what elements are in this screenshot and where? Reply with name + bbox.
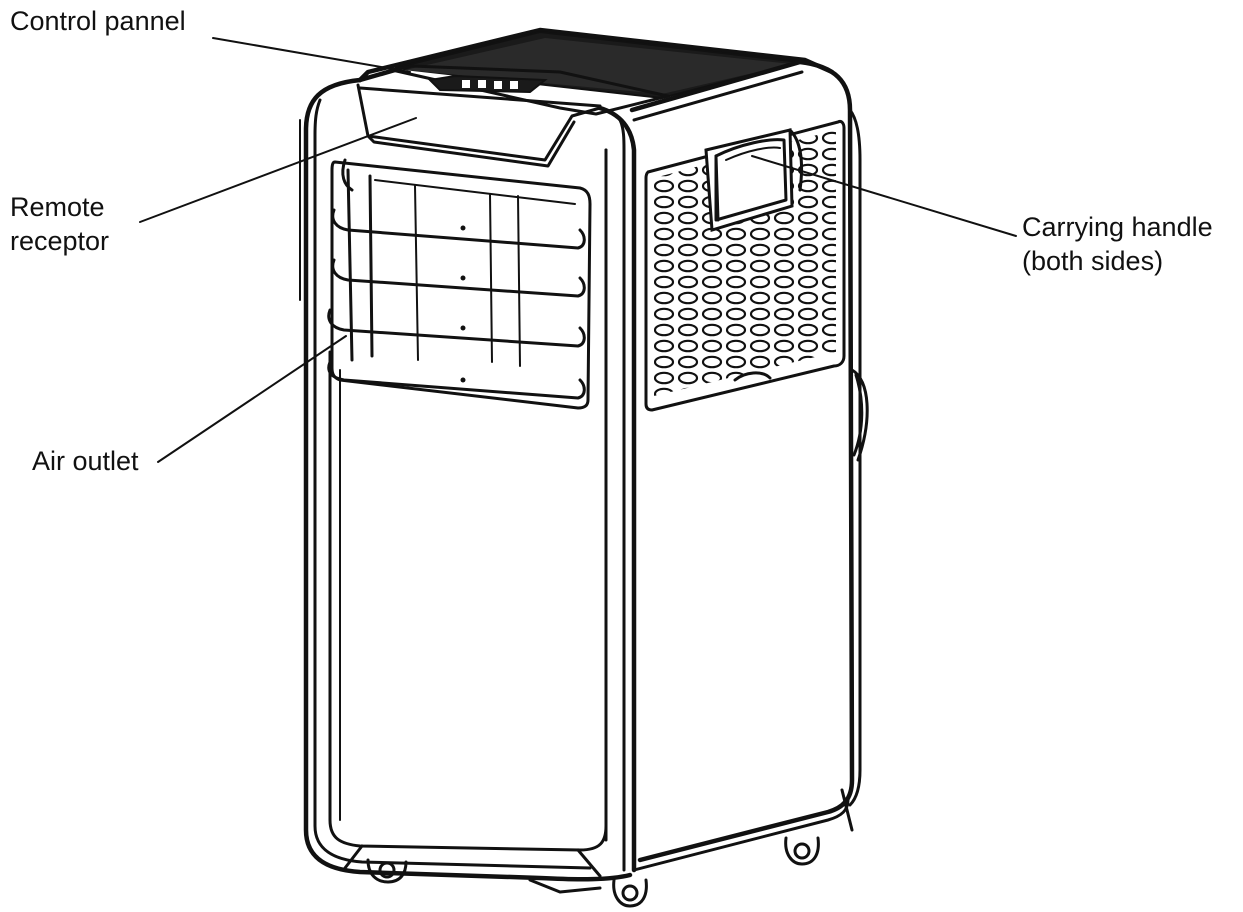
label-carrying-handle-line1: Carrying handle	[1022, 212, 1213, 242]
casters	[366, 836, 820, 908]
label-control-panel: Control pannel	[10, 4, 186, 38]
air-outlet	[327, 158, 592, 410]
label-remote-receptor-line1: Remote	[10, 192, 105, 222]
label-remote-receptor-line2: receptor	[10, 226, 110, 256]
caster-front-right	[612, 878, 648, 908]
caster-front-left	[366, 858, 408, 884]
leader-remote-receptor	[139, 117, 417, 223]
carrying-handle	[704, 128, 804, 232]
control-panel	[427, 74, 548, 94]
side-grille	[644, 120, 846, 412]
front-frame	[299, 77, 637, 882]
label-air-outlet-text: Air outlet	[32, 446, 139, 476]
label-control-panel-text: Control pannel	[10, 6, 186, 36]
label-carrying-handle: Carrying handle (both sides)	[1022, 210, 1213, 278]
side-panel	[629, 59, 869, 872]
leader-control-panel	[212, 37, 411, 73]
label-air-outlet: Air outlet	[32, 444, 139, 478]
leader-air-outlet	[157, 335, 347, 463]
label-carrying-handle-line2: (both sides)	[1022, 246, 1164, 276]
leader-carrying-handle	[751, 155, 1017, 237]
label-remote-receptor: Remote receptor	[10, 190, 109, 258]
leader-lines	[139, 37, 1017, 463]
caster-back-right	[784, 836, 820, 866]
